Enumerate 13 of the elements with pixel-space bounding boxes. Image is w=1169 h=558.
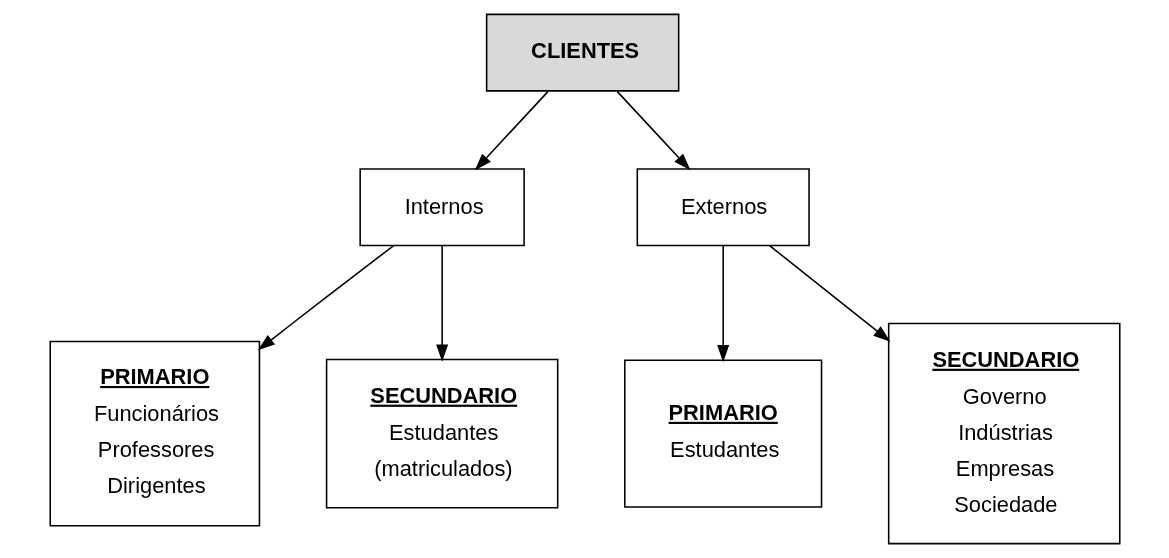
arrow bbox=[616, 90, 690, 171]
arrow bbox=[768, 244, 890, 342]
node-box: Externos bbox=[636, 168, 810, 247]
node-box: SECUNDARIO Governo Indústrias Empresas Sociedade bbox=[887, 322, 1121, 545]
arrow bbox=[435, 244, 448, 362]
node-box: CLIENTES bbox=[485, 13, 679, 92]
node-box: SECUNDARIO Estudantes (matriculados) bbox=[325, 358, 558, 509]
node-box: PRIMARIO Estudantes bbox=[623, 359, 822, 508]
arrow bbox=[257, 245, 394, 351]
arrow bbox=[716, 244, 729, 363]
arrow bbox=[474, 90, 549, 171]
node-box: PRIMARIO Funcionários Professores Dirigentes bbox=[48, 340, 260, 527]
node-box: Internos bbox=[358, 168, 525, 247]
